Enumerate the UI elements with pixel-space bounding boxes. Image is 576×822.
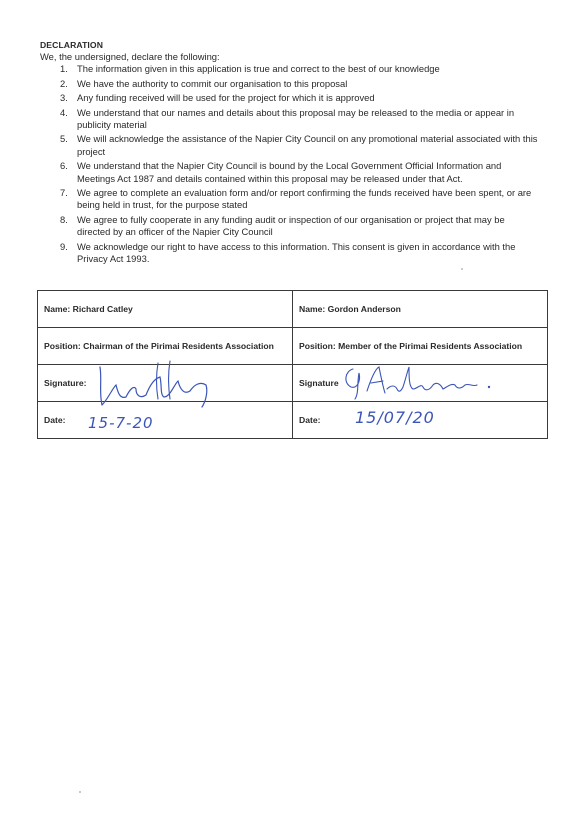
declaration-clauses: 1. The information given in this applica… bbox=[40, 63, 540, 265]
clause-text: The information given in this applicatio… bbox=[77, 63, 440, 75]
signatory-2-name: Name: Gordon Anderson bbox=[292, 290, 548, 328]
signature-label: Signature bbox=[299, 378, 339, 388]
clause-number: 7. bbox=[60, 187, 68, 199]
signatory-1-name: Name: Richard Catley bbox=[37, 290, 293, 328]
clause-text: Any funding received will be used for th… bbox=[77, 92, 375, 104]
clause-text: We agree to complete an evaluation form … bbox=[77, 187, 532, 211]
clause-item: 1. The information given in this applica… bbox=[40, 63, 540, 75]
clause-number: 9. bbox=[60, 240, 68, 252]
signature-2-image bbox=[345, 366, 491, 400]
clause-text: We will acknowledge the assistance of th… bbox=[77, 133, 538, 157]
clause-number: 1. bbox=[60, 63, 68, 75]
scan-speck bbox=[461, 268, 463, 270]
signatory-table: Name: Richard Catley Name: Gordon Anders… bbox=[37, 290, 548, 439]
signatory-1-date: 15-7-20 bbox=[88, 414, 154, 432]
signatory-2-date-cell: Date: 15/07/20 bbox=[292, 401, 548, 439]
signatory-1-signature-cell: Signature: bbox=[37, 360, 293, 408]
clause-number: 5. bbox=[60, 133, 68, 145]
clause-number: 8. bbox=[60, 213, 68, 225]
clause-item: 5. We will acknowledge the assistance of… bbox=[40, 133, 540, 158]
date-label: Date: bbox=[44, 415, 66, 425]
date-row: Date: 15-7-20 Date: 15/07/20 bbox=[37, 401, 548, 439]
scan-speck bbox=[79, 791, 81, 793]
position-row: Position: Chairman of the Pirimai Reside… bbox=[37, 327, 548, 365]
signature-label: Signature: bbox=[44, 378, 87, 388]
signature-row: Signature: Signature bbox=[37, 360, 548, 408]
declaration-intro: We, the undersigned, declare the followi… bbox=[40, 51, 220, 62]
name-row: Name: Richard Catley Name: Gordon Anders… bbox=[37, 290, 548, 328]
signatory-1-position: Position: Chairman of the Pirimai Reside… bbox=[37, 327, 293, 365]
signatory-2-position: Position: Member of the Pirimai Resident… bbox=[292, 327, 548, 365]
clause-text: We acknowledge our right to have access … bbox=[77, 240, 516, 265]
clause-number: 2. bbox=[60, 77, 68, 89]
declaration-section: DECLARATION We, the undersigned, declare… bbox=[40, 39, 540, 268]
clause-item: 6. We understand that the Napier City Co… bbox=[40, 160, 540, 185]
clause-item: 4. We understand that our names and deta… bbox=[40, 107, 540, 132]
signatory-2-date: 15/07/20 bbox=[355, 408, 435, 427]
clause-item: 7. We agree to complete an evaluation fo… bbox=[40, 187, 540, 212]
clause-text: We agree to fully cooperate in any fundi… bbox=[77, 213, 505, 238]
clause-item: 8. We agree to fully cooperate in any fu… bbox=[40, 214, 540, 239]
clause-item: 9. We acknowledge our right to have acce… bbox=[40, 241, 540, 266]
clause-text: We understand that the Napier City Counc… bbox=[77, 160, 502, 184]
clause-item: 2. We have the authority to commit our o… bbox=[40, 78, 540, 90]
clause-item: 3. Any funding received will be used for… bbox=[40, 92, 540, 104]
clause-text: We understand that our names and details… bbox=[77, 106, 515, 131]
signatory-1-date-cell: Date: 15-7-20 bbox=[37, 401, 293, 439]
clause-text: We have the authority to commit our orga… bbox=[77, 77, 348, 89]
clause-number: 3. bbox=[60, 92, 68, 104]
declaration-heading: DECLARATION bbox=[40, 40, 104, 50]
signatory-2-signature-cell: Signature bbox=[292, 364, 548, 402]
date-label: Date: bbox=[299, 415, 321, 425]
clause-number: 6. bbox=[60, 160, 68, 172]
clause-number: 4. bbox=[60, 106, 68, 118]
